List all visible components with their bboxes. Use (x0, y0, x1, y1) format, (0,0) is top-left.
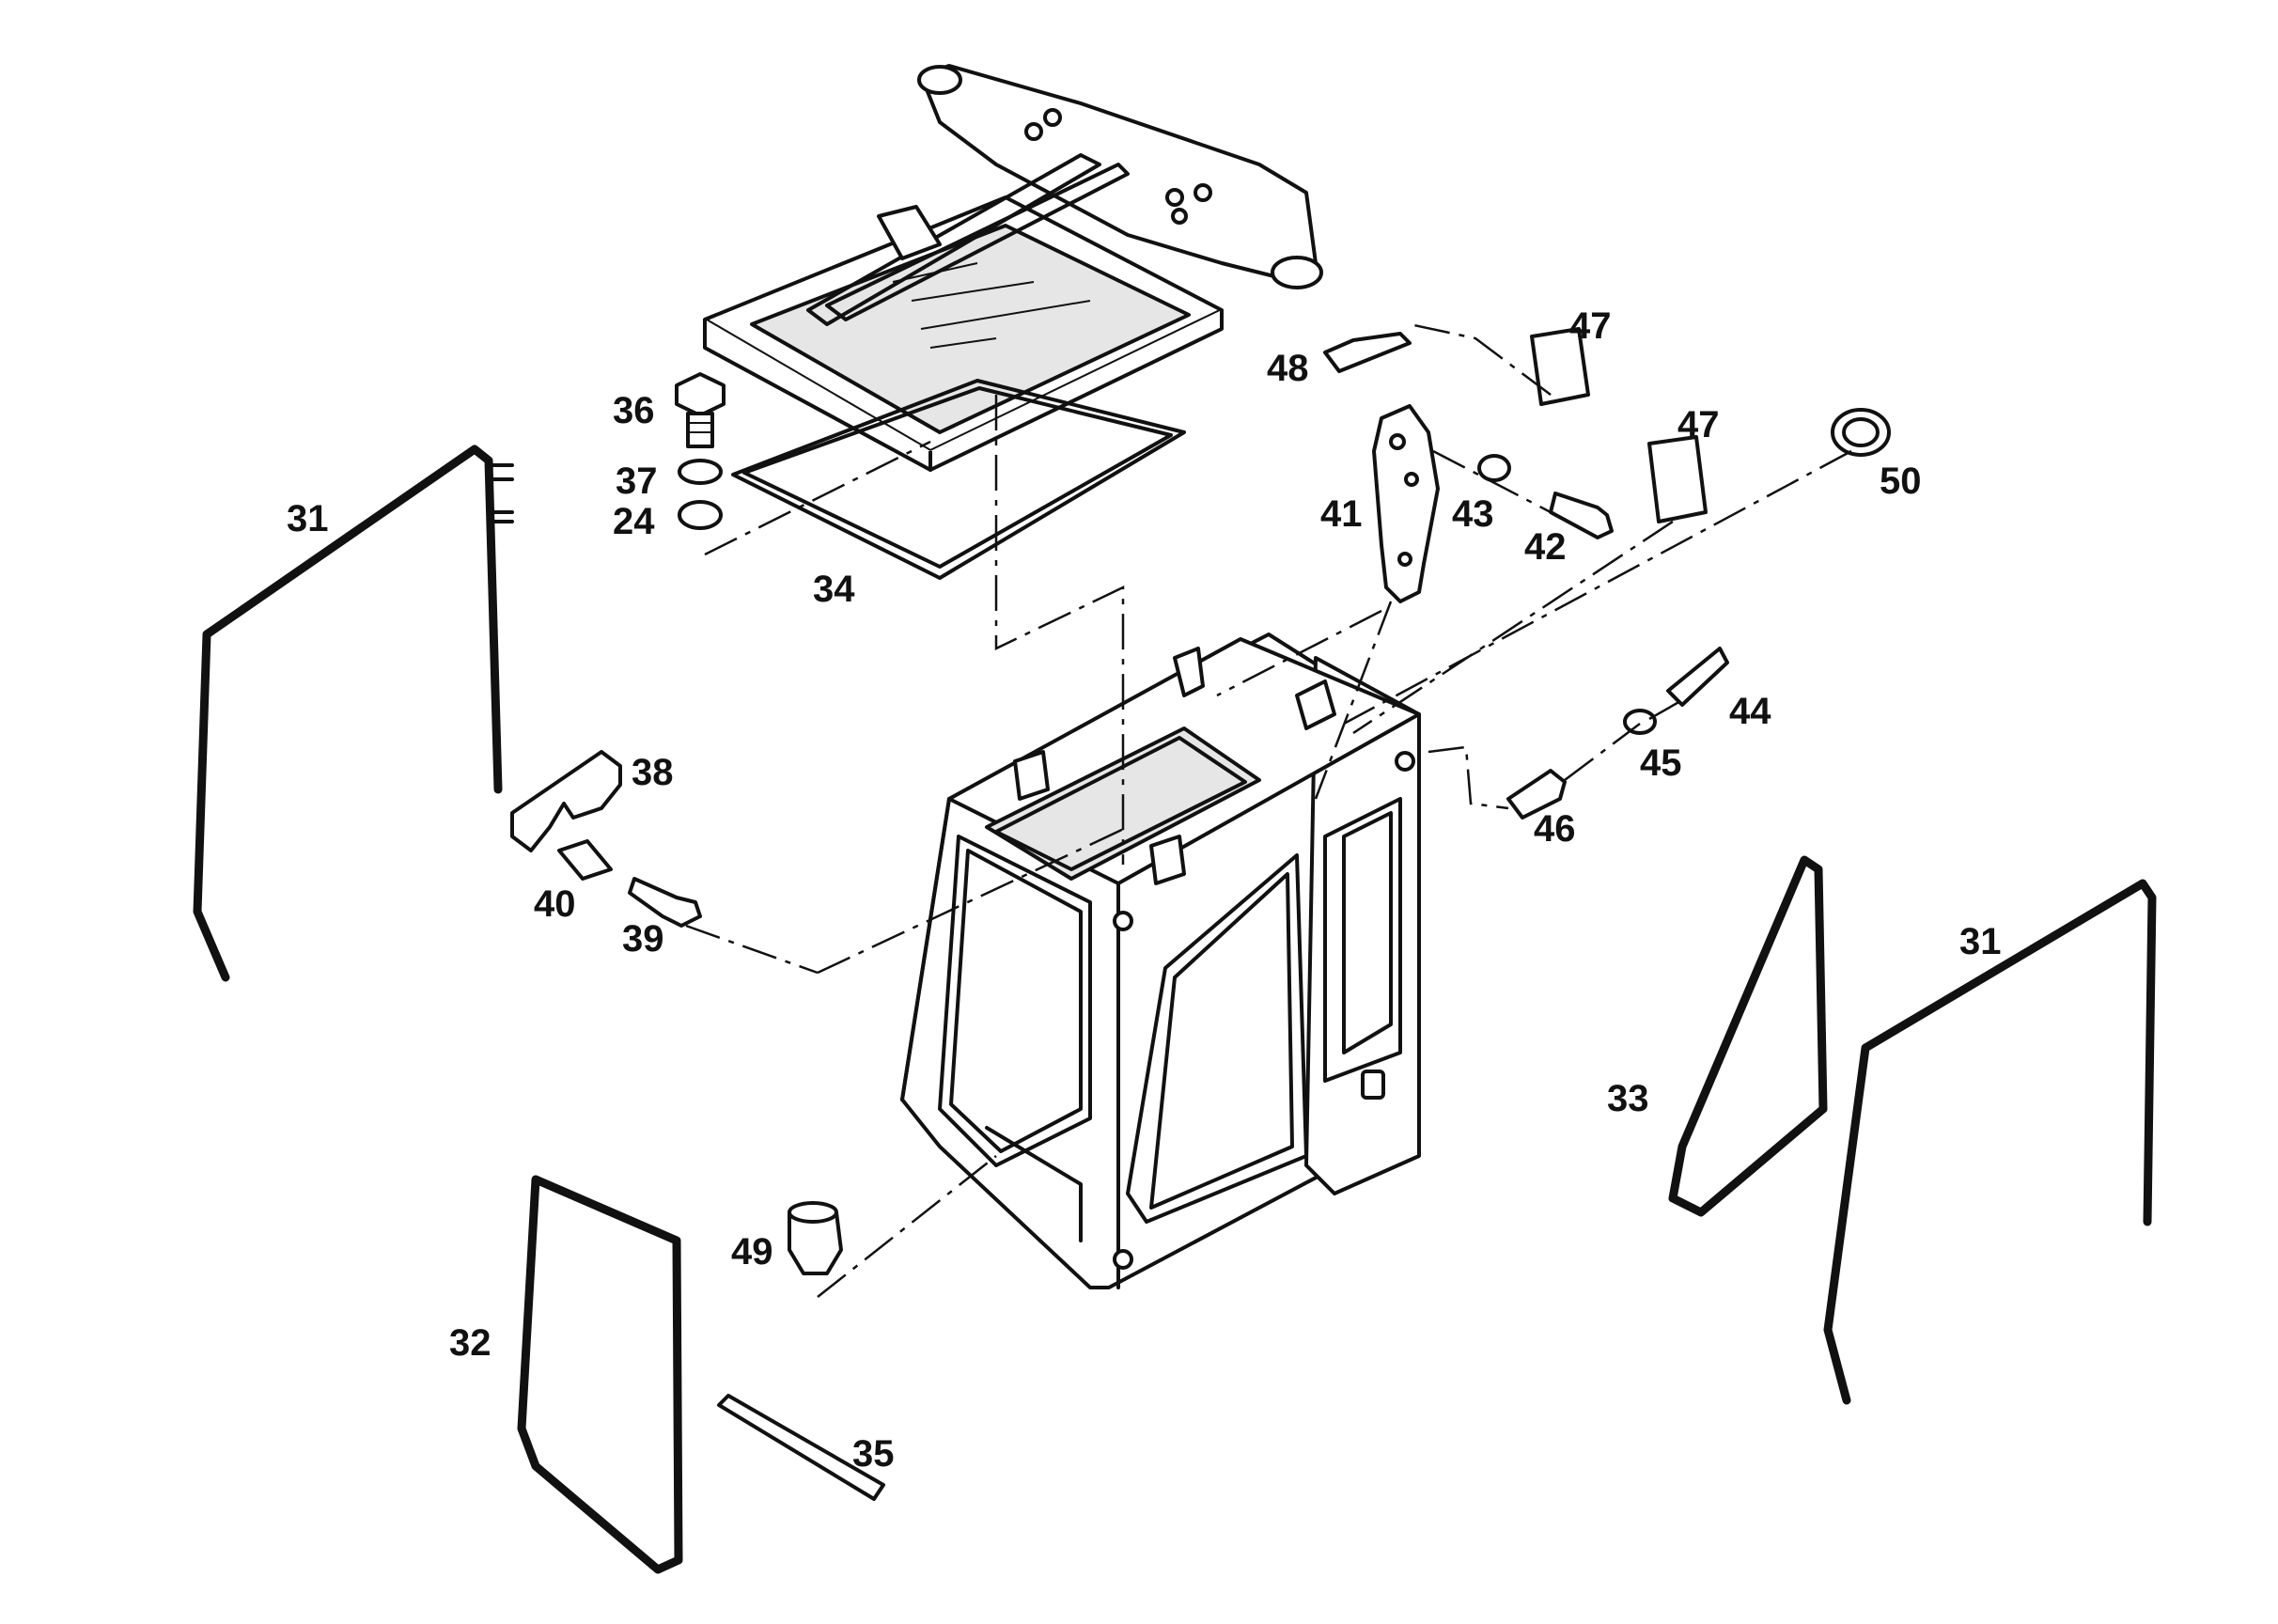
label-24: 24 (613, 501, 655, 542)
plate-47-lower (1647, 435, 1708, 523)
pin-46 (1506, 769, 1567, 820)
screw-48 (1323, 332, 1412, 373)
cab-body (900, 632, 1421, 1289)
label-45: 45 (1640, 742, 1682, 784)
seal-32 (517, 1175, 683, 1574)
label-50: 50 (1880, 461, 1922, 502)
label-32: 32 (449, 1322, 491, 1364)
bracket-41 (1372, 404, 1440, 603)
label-49: 49 (731, 1231, 773, 1273)
label-43: 43 (1452, 493, 1494, 535)
label-34: 34 (813, 569, 855, 610)
washer-43 (1477, 454, 1511, 482)
label-44: 44 (1729, 691, 1771, 732)
seal-33 (1668, 855, 1828, 1217)
label-31-left: 31 (287, 498, 329, 539)
label-46: 46 (1534, 808, 1576, 850)
grommet-50 (1831, 408, 1891, 457)
label-40: 40 (534, 883, 576, 925)
label-41: 41 (1320, 493, 1363, 535)
label-38: 38 (632, 752, 674, 793)
roof-window-assembly (703, 64, 1323, 580)
handle-38 (510, 750, 622, 852)
callout-labels: 31 31 32 33 34 35 36 37 24 38 39 40 41 4… (287, 305, 2002, 1475)
washer-24 (678, 500, 723, 530)
strip-35 (717, 1394, 885, 1501)
plate-47-upper (1530, 327, 1590, 406)
seal-31-right (1823, 879, 2157, 1405)
label-37: 37 (616, 461, 658, 502)
seal-31-left (193, 445, 503, 982)
label-35: 35 (852, 1433, 895, 1475)
label-42: 42 (1524, 526, 1567, 568)
bolt-36 (675, 372, 726, 448)
spacer-40 (557, 839, 613, 881)
leader-lines (685, 322, 1852, 1298)
bolt-44 (1666, 647, 1729, 707)
label-39: 39 (622, 918, 664, 960)
label-31-right: 31 (1959, 921, 2002, 962)
seal-31-left-ticks (491, 463, 514, 523)
label-48: 48 (1267, 348, 1309, 389)
washer-45 (1623, 709, 1657, 735)
label-36: 36 (613, 390, 655, 431)
label-47-upper: 47 (1569, 305, 1612, 347)
bolt-39 (628, 877, 702, 928)
washer-37 (678, 459, 723, 485)
label-47-lower: 47 (1677, 404, 1720, 445)
label-33: 33 (1607, 1078, 1649, 1119)
